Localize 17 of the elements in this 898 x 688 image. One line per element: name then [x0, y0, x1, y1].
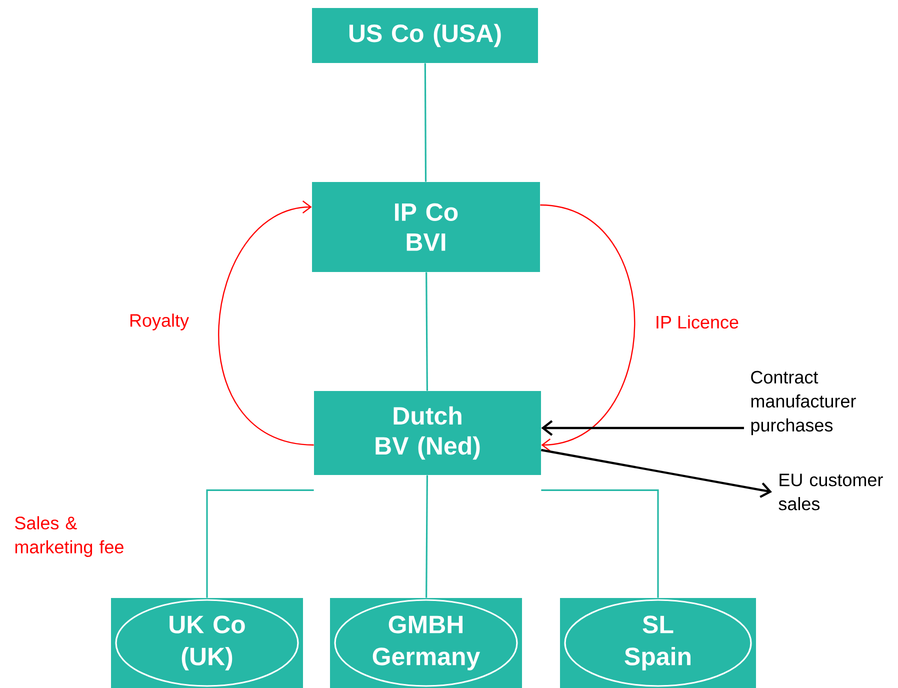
edge-label: IP Licence — [656, 315, 738, 329]
arrow — [218, 200, 314, 446]
arrow — [541, 448, 772, 498]
flow-text: EU customer sales — [778, 474, 883, 510]
arrow — [541, 420, 744, 436]
note-text: Sales & marketing fee — [15, 516, 124, 557]
flow-text: Contract manufacturer purchases — [751, 370, 856, 436]
connector-line — [541, 489, 659, 598]
connector-line — [424, 63, 427, 182]
edge-label: Royalty — [130, 314, 189, 330]
arrow — [540, 204, 636, 452]
entity-box: Dutch BV (Ned) — [314, 391, 541, 475]
connector-line — [426, 272, 428, 391]
connector-line — [426, 475, 428, 598]
entity-box: US Co (USA) — [312, 8, 538, 63]
entity-box: IP Co BVI — [312, 182, 540, 272]
connector-line — [206, 489, 314, 598]
